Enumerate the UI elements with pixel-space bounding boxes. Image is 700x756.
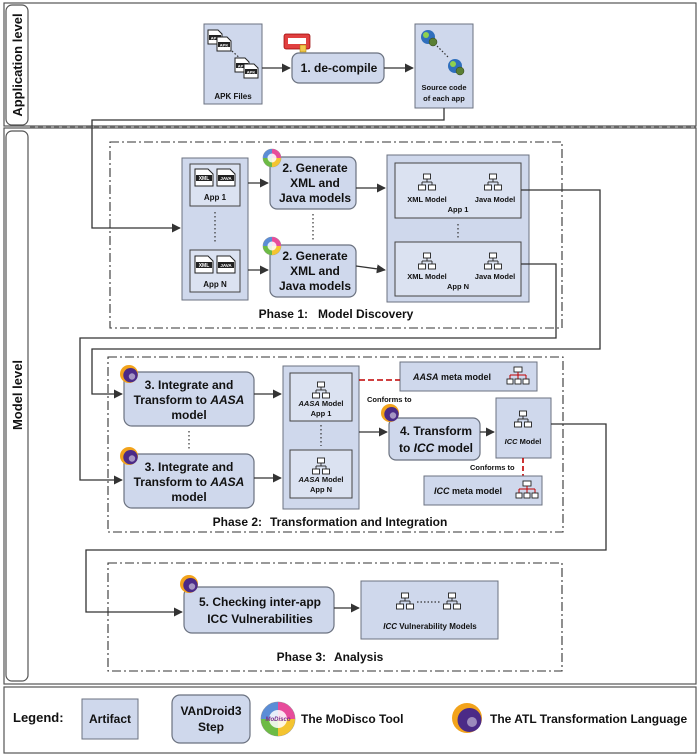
legend-modisco-label: The MoDisco Tool <box>301 712 403 726</box>
app1-xml-model-label: XML Model <box>407 195 446 204</box>
vulnerability-models-artifact <box>360 580 499 640</box>
vulnerability-models-label: ICC Vulnerability Models <box>383 622 477 631</box>
legend-atl-label: The ATL Transformation Language <box>490 712 687 726</box>
java-file-icon <box>216 255 236 274</box>
app1-models-app-label: App 1 <box>448 205 469 214</box>
source-code-label-2: of each app <box>423 94 465 103</box>
appN-models-app-label: App N <box>447 282 469 291</box>
integrate-step-1-line-2: Transform to AASA <box>134 393 245 407</box>
app1-java-model-label: Java Model <box>475 195 515 204</box>
generate-models-step-1 <box>269 156 357 210</box>
integrate-step-2-line-1: 3. Integrate and <box>145 460 234 474</box>
aasa-app1-model-label: AASA Model <box>297 399 343 408</box>
decompile-step-label: 1. de-compile <box>301 61 378 75</box>
java-file-icon <box>216 168 236 187</box>
integrate-step-1-line-1: 3. Integrate and <box>145 378 234 392</box>
svg-text:MoDisco: MoDisco <box>265 717 290 723</box>
legend-step-swatch <box>171 694 251 744</box>
source-code-label-1: Source code <box>421 83 466 92</box>
generate-models-step-2 <box>269 244 357 298</box>
model-level-frame <box>3 127 697 685</box>
apk-files-label: APK Files <box>214 92 252 101</box>
conforms-to-label-1: Conforms to <box>367 395 412 404</box>
atl-logo-icon <box>120 447 138 465</box>
model-level-label: Model level <box>10 360 25 430</box>
model-level-bar <box>5 130 29 682</box>
legend-artifact-swatch <box>81 698 139 740</box>
integrate-step-2 <box>123 453 255 509</box>
checking-step <box>183 586 335 634</box>
legend-title: Legend: <box>13 710 64 725</box>
modisco-logo-icon: MoDisco <box>260 701 296 737</box>
transform-icc-line-1: 4. Transform <box>400 424 472 438</box>
aasa-appN-label: App N <box>310 485 332 494</box>
aasa-app1-label: App 1 <box>311 409 332 418</box>
decompile-tool-icon <box>283 33 311 53</box>
generate-step-1-line-3: Java models <box>279 191 351 205</box>
apk-file-icon <box>216 36 232 52</box>
phase3-frame <box>107 562 563 672</box>
checking-step-line-1: 5. Checking inter-app <box>199 595 321 609</box>
phase2-frame <box>107 356 564 533</box>
generate-step-2-line-2: XML and <box>290 264 340 278</box>
aasa-meta-model-label: AASA meta model <box>412 372 491 382</box>
legend-frame <box>3 686 697 754</box>
atl-logo-icon <box>452 703 482 733</box>
arrow-source-to-phase1 <box>91 108 445 233</box>
generate-step-1-line-1: 2. Generate <box>282 161 348 175</box>
legend-artifact-label: Artifact <box>89 712 131 726</box>
generate-step-2-line-3: Java models <box>279 279 351 293</box>
appN-xml-model-label: XML Model <box>407 272 446 281</box>
icc-model-label: ICC Model <box>505 437 542 446</box>
icc-meta-model-artifact <box>423 475 543 506</box>
apk-file-icon <box>243 63 259 79</box>
integrate-step-1-line-3: model <box>171 408 206 422</box>
arrow-app1-models-to-integrate <box>91 189 601 399</box>
appN-java-model-label: Java Model <box>475 272 515 281</box>
legend-step-label-1: VAnDroid3 <box>180 704 241 718</box>
atl-logo-icon <box>381 404 399 422</box>
icc-model-artifact <box>495 397 552 459</box>
app1-models-box <box>394 162 522 219</box>
appN-label: App N <box>203 280 227 289</box>
application-level-bar <box>5 4 29 126</box>
modisco-logo-icon <box>262 148 282 168</box>
atl-logo-icon <box>180 575 198 593</box>
phase1-title: Phase 1:Model Discovery <box>259 307 414 321</box>
integrate-step-1 <box>123 371 255 427</box>
transform-icc-line-2: to ICC model <box>399 441 473 455</box>
atl-logo-icon <box>120 365 138 383</box>
aasa-appN-model-label: AASA Model <box>297 475 343 484</box>
conforms-to-label-2: Conforms to <box>470 463 515 472</box>
aasa-app1-box <box>289 372 353 422</box>
app1-label: App 1 <box>204 193 227 202</box>
arrow-icc-to-checking <box>85 423 607 617</box>
arrow-appN-models-to-integrate <box>79 263 557 485</box>
application-level-label: Application level <box>10 13 25 116</box>
modisco-logo-icon <box>262 236 282 256</box>
checking-step-line-2: ICC Vulnerabilities <box>207 612 313 626</box>
legend-step-label-2: Step <box>198 720 224 734</box>
icc-meta-model-label: ICC meta model <box>434 486 502 496</box>
xml-file-icon <box>194 255 214 274</box>
application-level-frame <box>3 2 697 127</box>
arrow-generate2-to-models <box>355 264 386 274</box>
phase3-title: Phase 3:Analysis <box>277 650 384 664</box>
xml-file-icon <box>194 168 214 187</box>
integrate-step-2-line-3: model <box>171 490 206 504</box>
integrate-step-2-line-2: Transform to AASA <box>134 475 245 489</box>
generate-step-2-line-1: 2. Generate <box>282 249 348 263</box>
apk-ellipsis <box>231 50 245 63</box>
source-ellipsis <box>436 45 450 59</box>
phase2-title: Phase 2:Transformation and Integration <box>213 515 448 529</box>
phase1-frame <box>109 141 563 329</box>
transform-icc-step <box>388 417 481 461</box>
generate-step-1-line-2: XML and <box>290 176 340 190</box>
